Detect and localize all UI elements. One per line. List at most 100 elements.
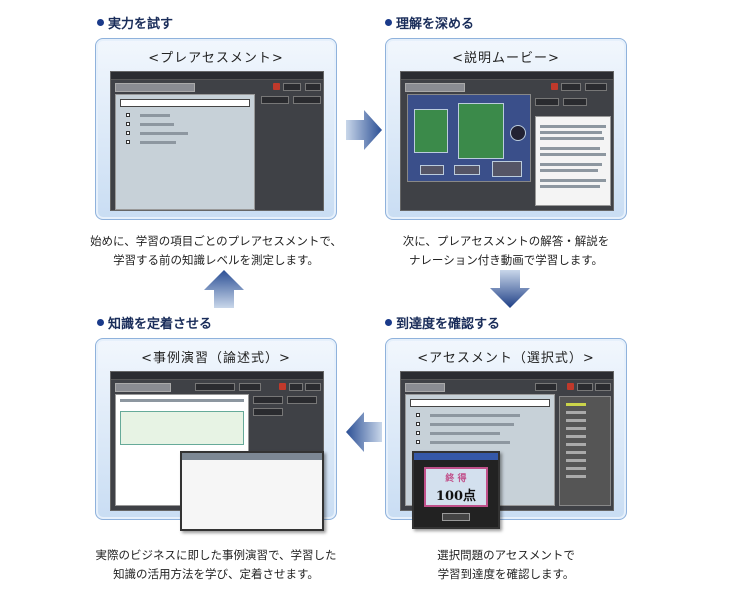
popup-titlebar (182, 453, 322, 460)
description-movie: 次に、プレアセスメントの解答・解説を ナレーション付き動画で学習します。 (356, 232, 656, 270)
help-button (585, 83, 607, 91)
description-pre-assessment: 始めに、学習の項目ごとのプレアセスメントで、 学習する前の知識レベルを測定します… (66, 232, 366, 270)
app-button (253, 408, 283, 416)
answer-box (120, 411, 244, 445)
option-text (140, 114, 170, 117)
list-item (566, 427, 586, 430)
app-tab (115, 383, 171, 392)
slide-block (414, 109, 448, 153)
heading-assessment: 到達度を確認する (385, 313, 500, 332)
card-pre-assessment: <プレアセスメント> (95, 38, 337, 220)
question-box (410, 399, 550, 407)
description-case: 実際のビジネスに即した事例演習で、学習した 知識の活用方法を学び、定着させます。 (66, 546, 366, 584)
app-button (287, 396, 317, 404)
heading-text: 実力を試す (108, 17, 174, 32)
app-button (293, 96, 321, 104)
card-title: <プレアセスメント> (148, 51, 284, 66)
score-value: 100点 (435, 489, 477, 504)
list-item (566, 411, 586, 414)
app-topbar (111, 372, 323, 380)
screenshot-movie (400, 71, 614, 211)
bullet-dot (385, 319, 392, 326)
app-button (561, 83, 581, 91)
score-display: 終 得 100点 (424, 467, 488, 507)
checkbox (416, 422, 420, 426)
description-line: 実際のビジネスに即した事例演習で、学習した (95, 548, 337, 562)
description-line: ナレーション付き動画で学習します。 (408, 253, 604, 267)
option-text (430, 441, 510, 444)
movie-frame (407, 94, 531, 182)
bullet-dot (97, 319, 104, 326)
arrow-down-icon (490, 270, 530, 308)
help-button (595, 383, 611, 391)
app-button (535, 98, 559, 106)
checkbox (126, 122, 130, 126)
checkbox (126, 140, 130, 144)
list-item (566, 443, 586, 446)
checkbox (416, 413, 420, 417)
slide-block (454, 165, 480, 175)
app-topbar (401, 72, 613, 80)
text-line (540, 153, 606, 156)
description-line: 知識の活用方法を学び、定着させます。 (113, 567, 319, 581)
card-title: <説明ムービー> (452, 51, 560, 66)
text-line (540, 137, 604, 140)
checkbox (126, 113, 130, 117)
presenter-icon (510, 125, 526, 141)
list-item (566, 403, 586, 406)
app-button (195, 383, 235, 391)
heading-text: 到達度を確認する (396, 317, 501, 332)
card-assessment: <アセスメント（選択式）> (385, 338, 627, 529)
list-item (566, 435, 586, 438)
bullet-dot (97, 19, 104, 26)
card-title: <アセスメント（選択式）> (417, 351, 595, 366)
option-text (140, 141, 176, 144)
description-line: 始めに、学習の項目ごとのプレアセスメントで、 (90, 234, 342, 248)
score-label: 終 得 (445, 474, 467, 484)
app-button (289, 383, 303, 391)
option-text (430, 432, 500, 435)
heading-text: 知識を定着させる (108, 317, 213, 332)
slide-block (420, 165, 444, 175)
checkbox (416, 431, 420, 435)
app-topbar (111, 72, 323, 80)
description-line: 選択問題のアセスメントで (437, 548, 575, 562)
score-popup: 終 得 100点 (412, 451, 500, 529)
description-line: 学習する前の知識レベルを測定します。 (113, 253, 319, 267)
slide-block (492, 161, 522, 177)
option-text (140, 123, 174, 126)
app-button (535, 383, 557, 391)
text-line (540, 163, 602, 166)
app-button (253, 396, 283, 404)
close-icon (273, 83, 280, 90)
description-assessment: 選択問題のアセスメントで 学習到達度を確認します。 (356, 546, 656, 584)
text-line (120, 399, 244, 402)
heading-movie: 理解を深める (385, 13, 474, 32)
app-button (577, 383, 593, 391)
card-title: <事例演習（論述式）> (141, 351, 291, 366)
text-line (540, 179, 606, 182)
case-document-popup (180, 451, 324, 531)
option-text (430, 423, 514, 426)
checkbox (126, 131, 130, 135)
question-pane (115, 94, 255, 210)
close-icon (567, 383, 574, 390)
close-icon (551, 83, 558, 90)
app-tab (405, 83, 465, 92)
app-button (283, 83, 301, 91)
text-line (540, 185, 600, 188)
text-line (540, 131, 602, 134)
list-item (566, 419, 586, 422)
text-line (540, 147, 600, 150)
checkbox (416, 440, 420, 444)
slide-block (458, 103, 504, 159)
text-line (540, 169, 598, 172)
heading-pre-assessment: 実力を試す (97, 13, 173, 32)
list-item (566, 475, 586, 478)
app-tab (115, 83, 195, 92)
help-button (305, 383, 321, 391)
description-line: 学習到達度を確認します。 (437, 567, 575, 581)
list-item (566, 451, 586, 454)
app-topbar (401, 372, 613, 380)
arrow-up-icon (204, 270, 244, 308)
